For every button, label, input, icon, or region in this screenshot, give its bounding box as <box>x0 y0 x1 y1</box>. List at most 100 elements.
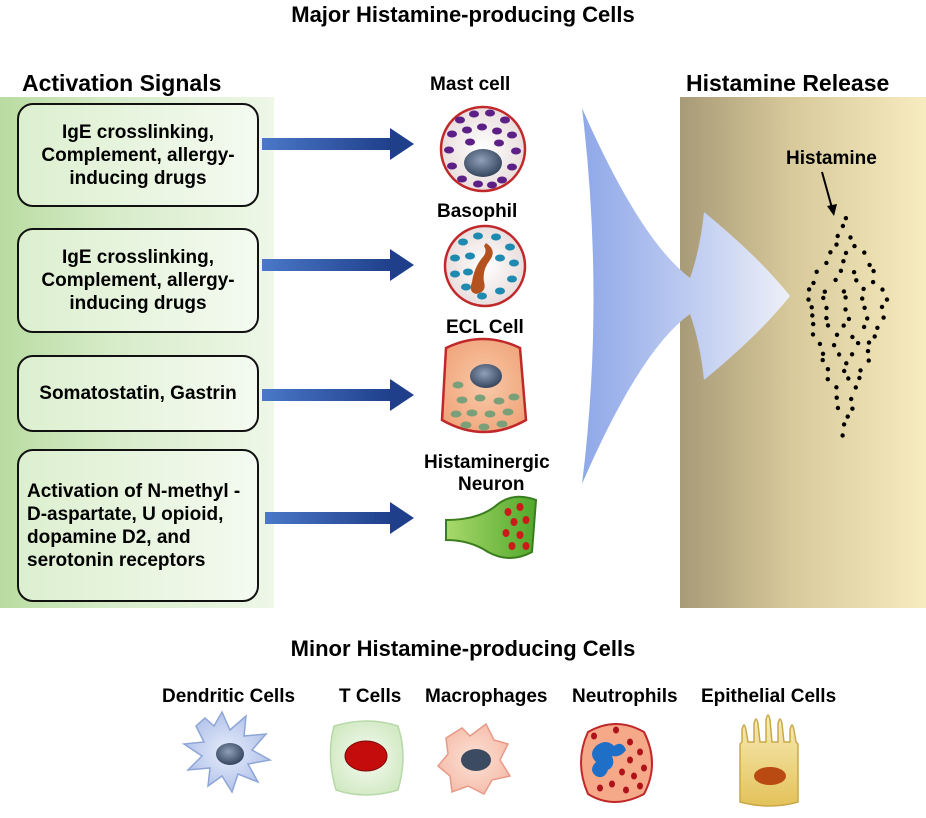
histamine-dot <box>831 343 837 348</box>
histamine-dot <box>825 377 830 382</box>
basophil-label: Basophil <box>437 201 518 222</box>
histamine-dot <box>845 414 850 419</box>
histamine-dot <box>855 340 861 346</box>
histamine-dot <box>820 351 826 356</box>
histamine-dot <box>851 270 857 275</box>
histamine-dot <box>809 305 814 310</box>
histamine-dot <box>834 385 839 390</box>
histamine-dot <box>806 297 811 302</box>
macrophage-cell <box>436 722 512 795</box>
neuron-cell <box>445 495 538 559</box>
histamine-dot <box>841 323 846 328</box>
dendritic-cell <box>181 710 273 794</box>
ecl-cell <box>440 337 528 434</box>
signal-box-mast: IgE crosslinking, Complement, allergy-in… <box>17 103 259 207</box>
histamine-dot <box>865 348 871 354</box>
major-title: Major Histamine-producing Cells <box>291 2 635 27</box>
histamine-dot <box>849 352 855 357</box>
histamine-dot <box>861 324 867 330</box>
signal-box-ecl: Somatostatin, Gastrin <box>17 355 259 432</box>
signal-text-basophil: IgE crosslinking, Complement, allergy-in… <box>41 247 235 314</box>
signal-text-neuron: Activation of N-methyl -D-aspartate, U o… <box>27 480 241 571</box>
histamine-dot <box>843 250 849 256</box>
mast-cell <box>439 105 527 193</box>
histamine-dot <box>824 315 829 321</box>
neutrophil-cell <box>580 723 653 803</box>
histamine-dot <box>811 280 816 286</box>
histamine-dot <box>875 325 880 330</box>
histamine-dot <box>817 341 823 347</box>
histamine-dot <box>862 305 867 310</box>
histamine-molecules <box>806 216 890 438</box>
histamine-dot <box>881 315 886 320</box>
histamine-dot <box>833 277 838 283</box>
signal-text-mast: IgE crosslinking, Complement, allergy-in… <box>41 121 235 189</box>
histamine-dot <box>843 216 849 221</box>
mast-cell-label: Mast cell <box>430 74 511 95</box>
histamine-dot <box>857 375 862 381</box>
histamine-dot <box>866 340 872 345</box>
release-heading: Histamine Release <box>686 70 890 96</box>
histamine-dot <box>821 295 826 301</box>
epithelial-cell <box>739 714 799 807</box>
histamine-dot <box>858 368 863 373</box>
dendritic-cells-label: Dendritic Cells <box>162 686 296 707</box>
histamine-dot <box>824 305 829 311</box>
basophil-cell <box>443 224 527 308</box>
histamine-dot <box>861 286 866 292</box>
signal-box-basophil: IgE crosslinking, Complement, allergy-in… <box>17 228 259 333</box>
histamine-dot <box>836 352 842 357</box>
neuron-label-line1: Histaminergic <box>424 452 550 473</box>
signal-box-neuron: Activation of N-methyl -D-aspartate, U o… <box>17 449 259 602</box>
histamine-dot <box>841 422 847 427</box>
histamine-dot <box>840 433 845 438</box>
histamine-dot <box>822 289 827 294</box>
histamine-dot <box>835 405 841 411</box>
neuron-label-line2: Neuron <box>458 474 525 495</box>
histamine-dot <box>850 406 855 411</box>
histamine-dot <box>841 259 846 264</box>
histamine-dot <box>820 357 825 363</box>
histamine-dot <box>852 243 857 249</box>
histamine-label: Histamine <box>786 148 877 169</box>
signal-text-ecl: Somatostatin, Gastrin <box>39 383 237 404</box>
t-cell <box>329 720 404 796</box>
histamine-dot <box>880 287 885 292</box>
histamine-dot <box>848 235 853 240</box>
arrow-to-mast <box>262 128 414 160</box>
histamine-dot <box>810 313 815 318</box>
histamine-dot <box>834 332 840 337</box>
histamine-dot <box>843 295 848 300</box>
histamine-dot <box>834 242 839 247</box>
histamine-dot <box>871 268 876 274</box>
histamine-dot <box>865 316 870 321</box>
histamine-dot <box>846 376 851 381</box>
histamine-dot <box>872 334 877 339</box>
histamine-dot <box>866 358 871 363</box>
arrow-to-neuron <box>265 502 414 534</box>
histamine-dot <box>884 297 890 302</box>
convergence-arrow <box>582 108 790 484</box>
t-cells-label: T Cells <box>339 686 402 707</box>
histamine-dot <box>870 279 876 285</box>
histamine-dot <box>854 278 859 283</box>
histamine-dot <box>879 304 885 310</box>
histamine-dot <box>824 260 829 266</box>
histamine-dot <box>810 332 816 337</box>
histamine-dot <box>849 396 854 402</box>
histamine-dot <box>835 233 840 239</box>
epithelial-cells-label: Epithelial Cells <box>701 686 837 707</box>
minor-title: Minor Histamine-producing Cells <box>290 636 636 661</box>
histamine-dot <box>846 316 852 322</box>
histamine-dot <box>844 361 849 366</box>
activation-heading: Activation Signals <box>22 70 222 96</box>
histamine-dot <box>842 368 847 374</box>
histamine-pointer-arrow <box>821 171 837 216</box>
histamine-dot <box>828 250 833 255</box>
histamine-dot <box>841 289 847 294</box>
histamine-dot <box>811 321 816 327</box>
